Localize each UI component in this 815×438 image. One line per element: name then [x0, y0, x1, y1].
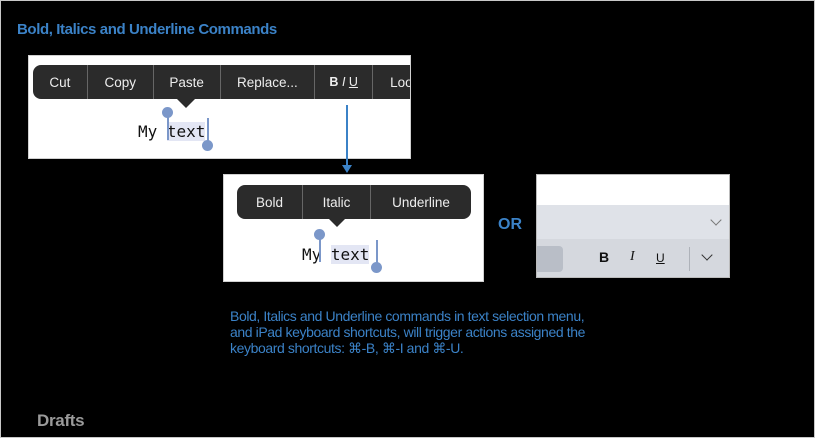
selected-text: text [330, 245, 370, 264]
menu-item-label: Loo [390, 74, 411, 90]
italic-button[interactable]: I [630, 249, 635, 264]
text-selection-menu: Cut Copy Paste Replace... B I U Loo [33, 65, 411, 99]
selection-menu-example: Cut Copy Paste Replace... B I U Loo My t… [28, 55, 411, 159]
menu-item-replace[interactable]: Replace... [221, 65, 316, 99]
menu-item-italic[interactable]: Italic [303, 185, 371, 219]
underline-glyph: U [348, 75, 358, 89]
chevron-down-icon[interactable] [710, 214, 722, 226]
bold-button[interactable]: B [599, 249, 610, 265]
keyboard-key[interactable] [537, 246, 563, 272]
format-menu: Bold Italic Underline [237, 185, 471, 219]
menu-item-label: Italic [322, 194, 351, 210]
selection-end-handle[interactable] [202, 140, 213, 151]
sample-text: My text [138, 122, 206, 141]
italic-glyph: I [341, 75, 346, 89]
flow-arrow-head [342, 165, 352, 173]
menu-item-bold[interactable]: Bold [237, 185, 303, 219]
menu-item-label: Replace... [236, 74, 298, 90]
selected-text: text [166, 122, 206, 141]
menu-item-underline[interactable]: Underline [371, 185, 471, 219]
menu-item-label: Bold [255, 194, 284, 210]
bold-glyph: B [329, 75, 339, 89]
underline-button[interactable]: U [656, 251, 665, 265]
menu-item-label: Paste [169, 74, 204, 90]
sample-text: My text [302, 245, 370, 264]
selection-end-handle[interactable] [371, 262, 382, 273]
selection-end-line [207, 118, 209, 142]
selection-start-handle[interactable] [314, 229, 325, 240]
or-label: OR [498, 216, 522, 233]
diagram-title: Bold, Italics and Underline Commands [17, 21, 277, 38]
menu-pointer [177, 99, 195, 108]
menu-item-label: Underline [392, 194, 450, 210]
toolbar-divider [689, 247, 690, 271]
selection-start-line [167, 116, 169, 140]
menu-item-paste[interactable]: Paste [154, 65, 221, 99]
menu-item-label: Copy [104, 74, 137, 90]
keyboard-toolbar-example: B I U [536, 174, 730, 278]
text-area [537, 175, 729, 205]
chevron-down-icon[interactable] [701, 249, 713, 261]
text-prefix: My [302, 245, 331, 264]
selection-start-line [319, 238, 321, 262]
menu-item-copy[interactable]: Copy [88, 65, 154, 99]
text-prefix: My [138, 122, 167, 141]
suggestion-bar [537, 205, 729, 239]
explanation-note: Bold, Italics and Underline commands in … [230, 308, 585, 356]
selection-start-handle[interactable] [162, 107, 173, 118]
flow-arrow-line [346, 105, 348, 165]
format-menu-example: Bold Italic Underline My text [223, 174, 484, 282]
menu-item-cut[interactable]: Cut [33, 65, 88, 99]
menu-pointer [328, 218, 346, 227]
menu-item-label: Cut [49, 74, 71, 90]
drafts-brand: Drafts [37, 411, 85, 430]
menu-item-biu[interactable]: B I U [315, 65, 374, 99]
menu-item-lookup[interactable]: Loo [373, 65, 411, 99]
shortcut-bar: B I U [537, 239, 729, 277]
selection-end-line [376, 240, 378, 264]
